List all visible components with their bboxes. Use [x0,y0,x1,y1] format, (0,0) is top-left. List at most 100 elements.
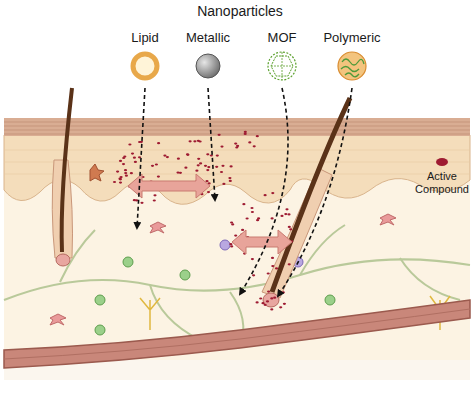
active-compound-dot [288,226,291,228]
active-compound-dot [197,158,200,160]
active-compound-dot [271,217,274,219]
active-compound-dot [270,308,273,310]
blood-vessel [4,300,470,368]
active-compound-dot [125,175,128,177]
active-compound-dot [157,176,160,178]
active-compound-dot [133,157,136,159]
polymeric-nanoparticle: Polymeric [317,30,387,86]
active-compound-dot [279,306,282,308]
active-compound-dot [282,291,285,293]
lipid-nanoparticle: Lipid [115,30,175,86]
active-compound-dot [140,202,143,204]
mof-nanoparticle: MOF [252,30,312,86]
active-compound-dot [207,191,210,193]
legend-row: Active Compound [410,158,474,196]
particle-label: MOF [252,30,312,46]
active-compound-dot [251,211,254,213]
active-compound-dot [220,171,223,173]
active-compound-dot [155,163,158,165]
active-compound-dot [289,228,292,230]
active-compound-dot [120,176,123,178]
active-compound-dot [157,142,160,144]
active-compound-dot [285,208,288,210]
active-compound-dot [184,167,187,169]
particle-label: Metallic [178,30,238,46]
active-compound-dot [124,172,127,174]
active-compound-dot [166,156,169,158]
active-compound-dot [234,143,237,145]
active-compound-dot [199,140,202,142]
hair-follicles [52,88,350,307]
active-compound-dot [195,170,198,172]
active-compound-dot [151,165,154,167]
active-compound-dot [271,265,274,267]
active-compound-dot [267,272,270,274]
active-compound-dot [256,135,259,137]
active-compound-dot [287,213,290,215]
particle-icon [178,50,238,86]
active-compound-dot [257,217,260,219]
particle-label: Polymeric [317,30,387,46]
active-compound-dot [266,300,269,302]
active-compound-dot [153,194,156,196]
active-compound-dot [119,182,122,184]
active-compound-dot [119,178,122,180]
active-compound-dot [288,263,291,265]
particle-icon [317,50,387,86]
particle-label: Lipid [115,30,175,46]
diagram-title: Nanoparticles [140,2,340,20]
active-compound-dot [216,155,219,157]
active-compound-dot [253,145,256,147]
active-compound-dot [230,221,233,223]
active-compound-dot [130,172,133,174]
active-compound-dot [222,183,225,185]
active-compound-dot [228,177,231,179]
metallic-nanoparticle: Metallic [178,30,238,86]
active-compound-dot [186,153,189,155]
active-compound-dot [199,162,202,164]
active-compound-dot [138,141,141,143]
active-compound-dot [177,158,180,160]
active-compound-dot [264,194,267,196]
active-compound-dot [179,172,182,174]
active-compound-dot [241,229,244,231]
active-compound-dot [275,267,278,269]
active-compound-dot [229,243,232,245]
stratum-corneum [4,118,470,136]
active-compound-dot [215,166,218,168]
active-compound-dot [252,274,255,276]
particle-icon [252,50,312,86]
active-compound-dot [128,143,131,145]
active-compound-dot [244,131,247,133]
active-compound-dot [280,215,283,217]
epidermis [4,135,470,204]
active-compound-dot [234,235,237,237]
active-compound-dot [153,199,156,201]
active-compound-dot [135,199,138,201]
active-compound-dot [123,156,126,158]
active-compound-dot [242,203,245,205]
active-compound-dot [235,146,238,148]
active-compound-dot [244,133,247,135]
active-compound-dot [273,297,276,299]
active-compound-dot [122,163,125,165]
active-compound-dot [264,304,267,306]
active-compound-dot [116,171,119,173]
active-compound-dot [271,192,274,194]
active-compound-dot [230,245,233,247]
active-compound-dot [250,207,253,209]
active-compound-dot [113,181,116,183]
active-compound-dot [186,154,189,156]
active-compound-dot [256,301,259,303]
active-compound-dot [193,140,196,142]
penetration-paths [137,88,352,296]
active-compound-dot [218,134,221,136]
active-compound-dot [163,155,166,157]
active-compound-dot [259,297,262,299]
active-compound-dot [206,169,209,171]
active-compound-dot [283,303,286,305]
dermis [4,118,470,380]
active-compound-dot [124,169,127,171]
active-compound-dot [231,223,234,225]
